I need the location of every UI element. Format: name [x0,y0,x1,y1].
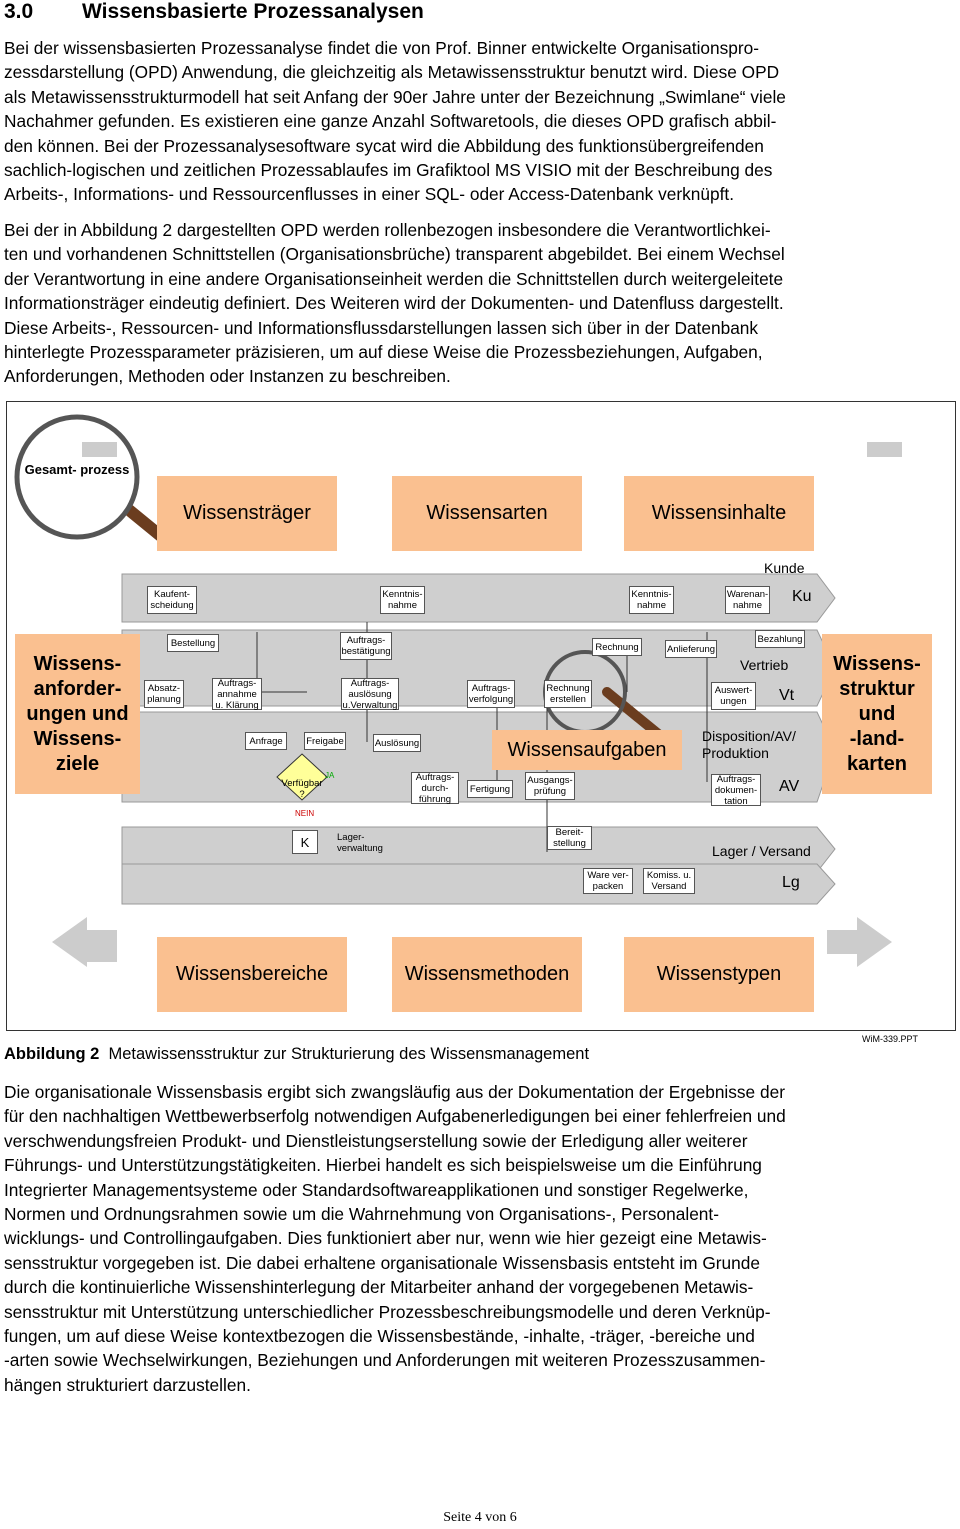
step-lagerverwaltung: Lager- verwaltung [337,832,383,854]
center-box-wissensaufgaben: Wissensaufgaben [492,730,682,770]
left-box-wissensanforderungen: Wissens- anforder- ungen und Wissens- zi… [15,634,140,794]
lane-abbr-ku: Ku [792,588,812,605]
lane-abbr-lg: Lg [782,874,800,891]
paragraph-line: der Verantwortung in eine andere Organis… [4,268,784,289]
step-auftragsdurchfuehrung: Auftrags- durch- führung [411,772,459,805]
section-number: 3.0 [4,0,34,23]
arrow-left-bottom [52,917,117,967]
paragraph-line: sensstruktur vorgegeben ist. Die dabei e… [4,1252,760,1273]
paragraph-line: hinterlegte Prozessparameter präzisieren… [4,342,763,363]
step-verfuegbar: Verfügbar ? [281,778,323,800]
caption-label: Abbildung 2 [4,1045,100,1063]
step-auftragsdokumentation: Auftrags- dokumen- tation [711,774,761,807]
ppt-reference: WiM-339.PPT [862,1034,919,1044]
bottom-box-wissensbereiche: Wissensbereiche [157,937,347,1012]
step-auftragsausloesung: Auftrags- auslösung u.Verwaltung [341,677,399,711]
section-heading: 3.0 Wissensbasierte Prozessanalysen [4,0,424,24]
lane-label-vertrieb: Vertrieb [740,657,789,673]
step-auftragsverfolgung: Auftrags- verfolgung [467,680,515,708]
step-absatzplanung: Absatz- planung [144,680,184,708]
step-fertigung: Fertigung [467,780,513,798]
lane-label-disposition: Disposition/AV/ Produktion [702,728,796,761]
step-ausgangspruefung: Ausgangs- prüfung [525,772,575,800]
paragraph-line: Normen und Ordnungsrahmen sowie um die W… [4,1204,719,1225]
paragraph-line: wicklungs- und Controllingaufgaben. Dies… [4,1228,767,1249]
label-ja: JA [325,771,335,780]
step-warenannahme: Warenan- nahme [725,586,770,614]
step-kenntnisnahme-2: Kenntnis- nahme [629,586,674,614]
caption-text: Metawissensstruktur zur Strukturierung d… [108,1045,590,1063]
paragraph-line: Nachahmer gefunden. Es existieren eine g… [4,111,777,132]
lane-lager-2 [121,863,836,905]
step-kenntnisnahme-1: Kenntnis- nahme [380,586,425,614]
figure-caption: Abbildung 2 Metawissensstruktur zur Stru… [4,1045,589,1064]
paragraph-line: sachlich-logischen und zeitlichen Prozes… [4,160,773,181]
paragraph-line: Diese Arbeits-, Ressourcen- und Informat… [4,317,759,338]
right-box-wissensstruktur: Wissens- struktur und -land- karten [822,634,932,794]
paragraph-line: zessdarstellung (OPD) Anwendung, die gle… [4,62,780,83]
magnifier-handle-2 [602,687,667,742]
paragraph-line: hängen strukturiert darzustellen. [4,1374,251,1395]
decision-verfuegbar [276,753,328,801]
step-komiss-versand: Komiss. u. Versand [643,868,695,894]
paragraph-1: Bei der wissensbasierten Prozessanalyse … [4,36,956,207]
paragraph-line: für den nachhaltigen Wettbewerbserfolg n… [4,1106,786,1127]
step-auftragsbestaetigung: Auftrags- bestätigung [340,632,392,660]
paragraph-line: Anforderungen, Methoden oder Instanzen z… [4,366,451,387]
paragraph-line: als Metawissensstrukturmodell hat seit A… [4,86,786,107]
paragraph-line: verschwendungsfreien Produkt- und Dienst… [4,1130,748,1151]
step-ausloesung: Auslösung [373,734,421,752]
step-auswertungen: Auswert- ungen [711,682,756,710]
lane-abbr-av: AV [779,778,800,795]
top-box-wissenstraeger: Wissensträger [157,476,337,551]
top-box-wissensinhalte: Wissensinhalte [624,476,814,551]
paragraph-line: Integrierter Managementsysteme oder Stan… [4,1179,749,1200]
arrow-right-bottom [827,917,892,967]
arrow-top-right [867,442,902,457]
paragraph-line: fungen, um auf diese Weise kontextbezoge… [4,1326,755,1347]
paragraph-line: Die organisationale Wissensbasis ergibt … [4,1082,785,1102]
step-bereitstellung: Bereit- stellung [547,826,592,850]
step-rechnung-erstellen: Rechnung erstellen [544,680,592,708]
lane-abbr-vt: Vt [779,687,795,704]
label-nein: NEIN [295,809,315,818]
arrow-top-left [82,442,117,457]
top-box-wissensarten: Wissensarten [392,476,582,551]
step-anlieferung: Anlieferung [665,640,717,658]
figure-metawissensstruktur: Gesamt- prozess Wissensträger Wissensart… [6,401,956,1031]
paragraph-line: sensstruktur mit Unterstützung unterschi… [4,1301,771,1322]
lane-label-kunde: Kunde [764,560,805,576]
bottom-box-wissenstypen: Wissenstypen [624,937,814,1012]
paragraph-line: durch die kontinuierliche Wissenshinterl… [4,1277,754,1298]
paragraph-2: Bei der in Abbildung 2 dargestellten OPD… [4,218,956,389]
page-footer: Seite 4 von 6 [443,1510,517,1525]
step-bezahlung: Bezahlung [755,630,805,648]
paragraph-3: Die organisationale Wissensbasis ergibt … [4,1080,956,1397]
paragraph-line: -arten sowie Wechselwirkungen, Beziehung… [4,1350,766,1371]
step-kaufentscheidung: Kaufent- scheidung [147,586,197,614]
step-ware-verpacken: Ware ver- packen [583,868,633,894]
paragraph-line: Bei der wissensbasierten Prozessanalyse … [4,38,759,58]
bottom-box-wissensmethoden: Wissensmethoden [392,937,582,1012]
paragraph-line: Informationsträger eindeutig definiert. … [4,293,784,314]
gesamtprozess-label: Gesamt- prozess [24,462,130,477]
lane-label-lager: Lager / Versand [712,843,811,859]
step-auftragsannahme: Auftrags- annahme u. Klärung [212,678,262,711]
paragraph-line: den können. Bei der Prozessanalysesoftwa… [4,135,764,156]
paragraph-line: Bei der in Abbildung 2 dargestellten OPD… [4,220,771,240]
step-anfrage: Anfrage [245,732,287,750]
paragraph-line: Arbeits-, Informations- und Ressourcenfl… [4,184,734,205]
paragraph-line: ten und vorhandenen Schnittstellen (Orga… [4,244,785,265]
step-rechnung: Rechnung [592,638,642,656]
step-k: K [292,830,318,854]
step-bestellung: Bestellung [167,634,219,652]
step-freigabe: Freigabe [304,732,346,750]
section-title: Wissensbasierte Prozessanalysen [82,0,424,23]
paragraph-line: Führungs- und Unterstützungstätigkeiten.… [4,1155,762,1176]
